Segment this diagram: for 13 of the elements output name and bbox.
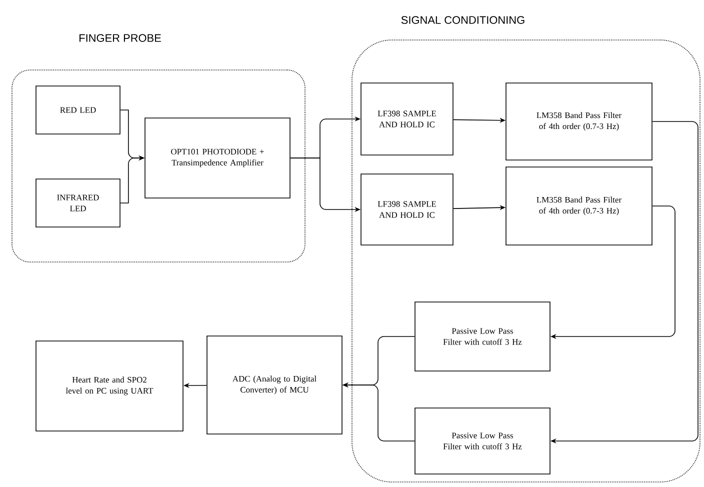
block-box: OPT101 PHOTODIODE + Transimpedence Amplifier [144,118,290,198]
block-box: ADC (Analog to Digital Converter) of MCU [206,336,342,434]
block-box: RED LED [36,86,120,134]
block-box: INFRARED LED [36,178,120,228]
block-box: Passive Low Pass Filter with cutoff 3 Hz [414,302,550,372]
block-box: LM358 Band Pass Filter of 4th order (0.7-3 Hz) [506,82,652,160]
block-box: Passive Low Pass Filter with cutoff 3 Hz [414,408,550,474]
group-heading: SIGNAL CONDITIONING [401,16,524,24]
block-box: LF398 SAMPLE AND HOLD IC [360,82,454,156]
block-box: LM358 Band Pass Filter of 4th order (0.7-3 Hz) [506,166,652,246]
block-box: LF398 SAMPLE AND HOLD IC [360,174,454,246]
block-box: Heart Rate and SPO2 level on PC using UART [36,340,184,432]
group-heading: FINGER PROBE [80,34,161,42]
